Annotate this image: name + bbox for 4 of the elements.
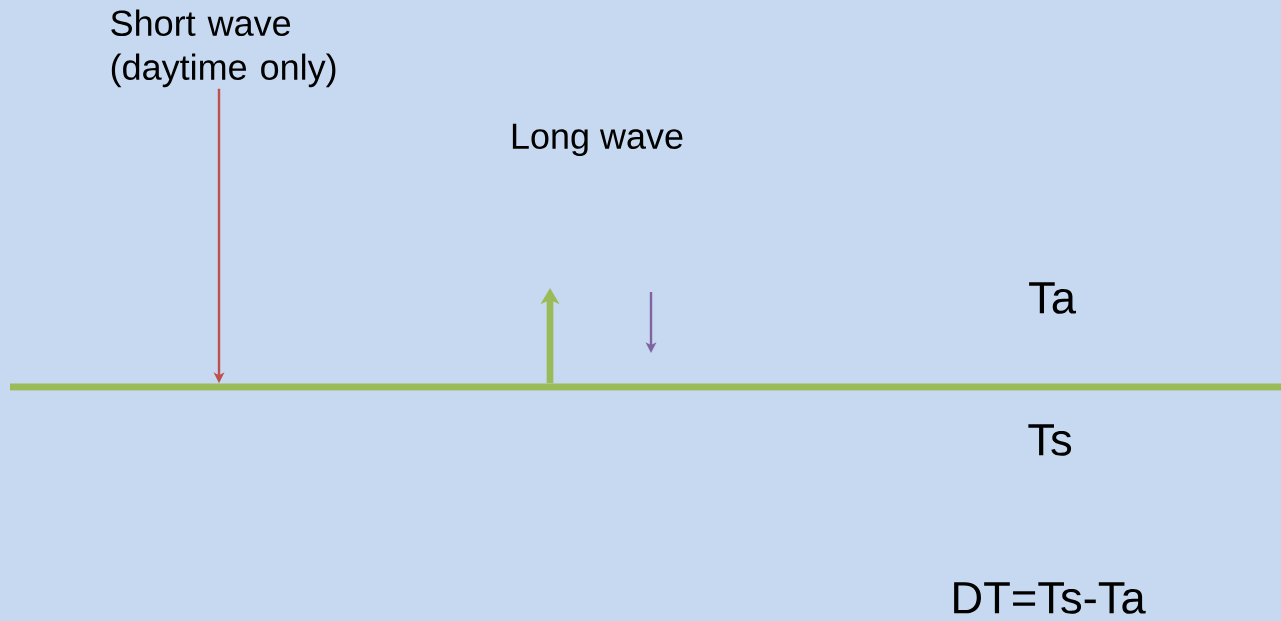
label-text: DT=Ts-Ta [954, 582, 1146, 614]
label-text: Ta [1029, 282, 1076, 314]
label-text: Long wave [512, 123, 683, 157]
caption-text: Short wave (daytime only) [111, 9, 336, 88]
